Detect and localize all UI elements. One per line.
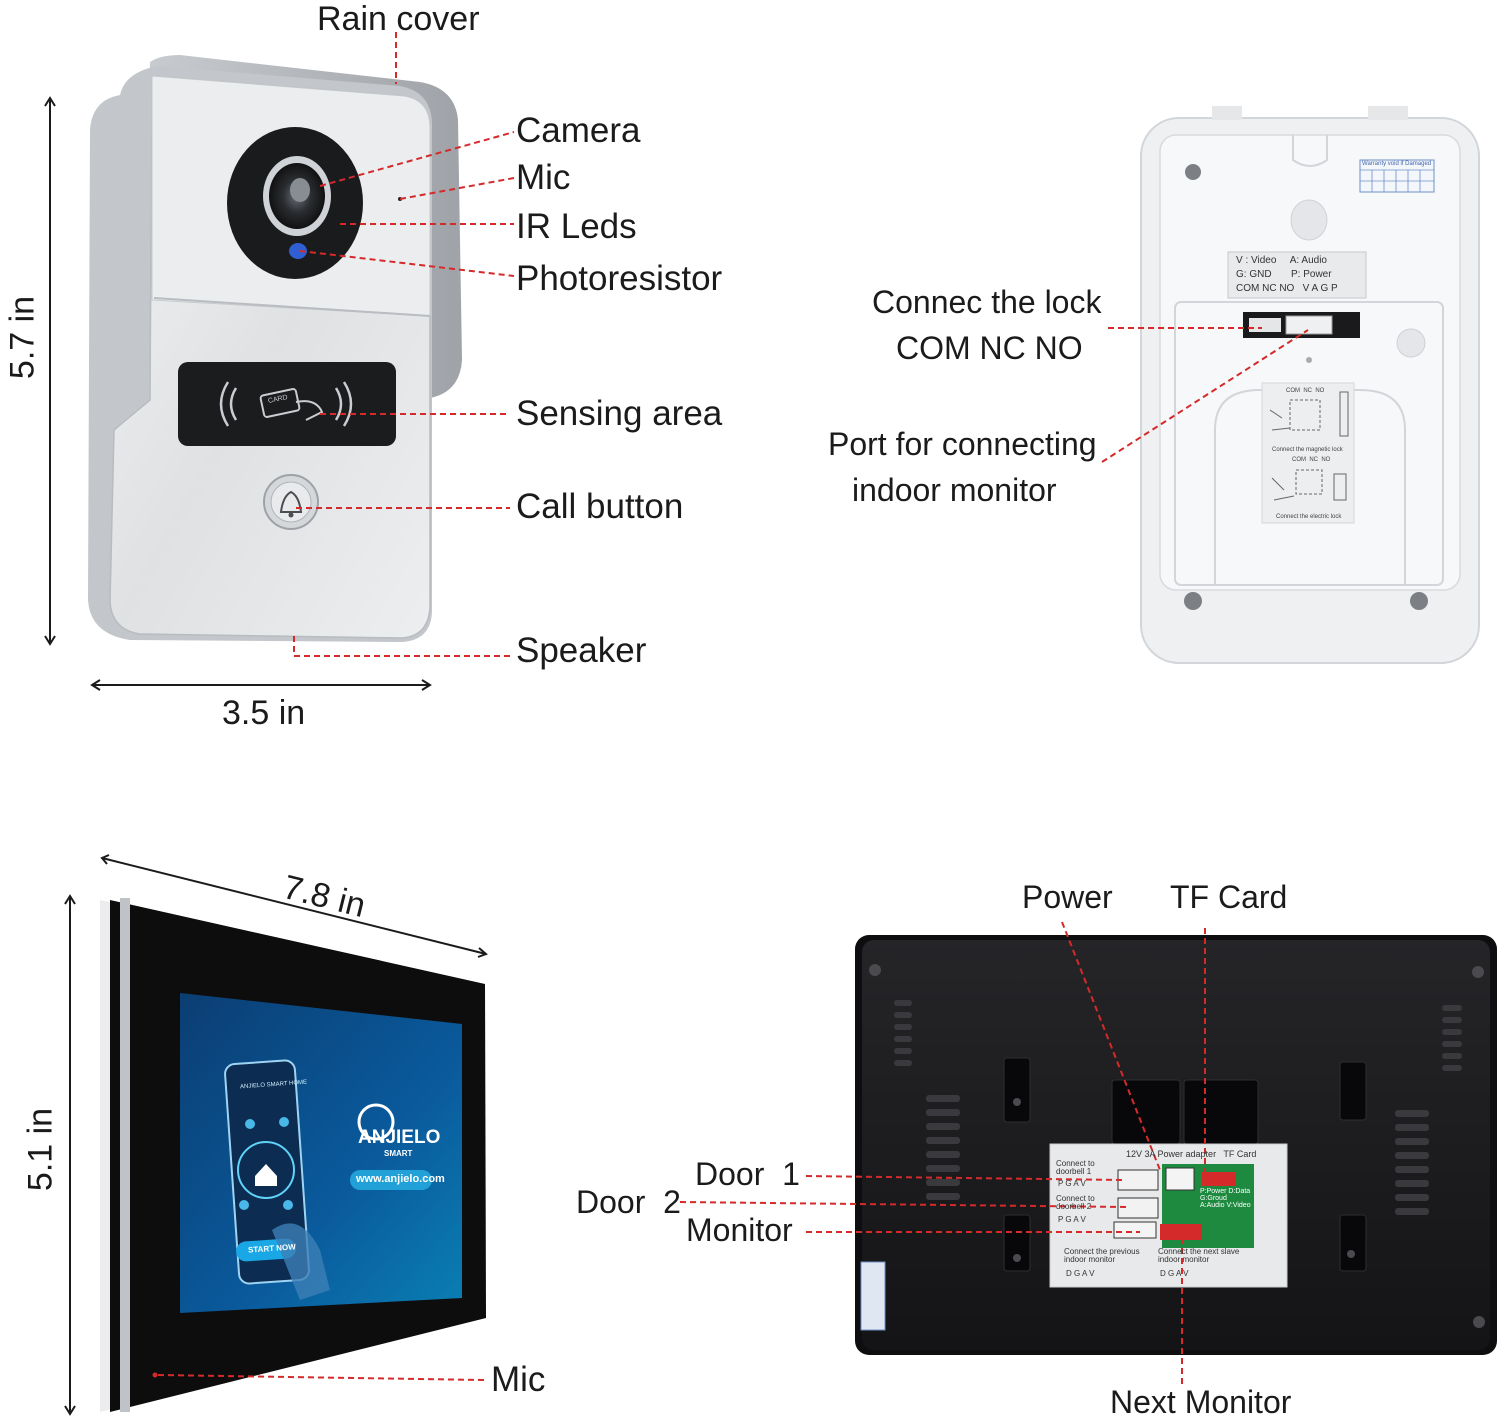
- label-connect-lock: Connec the lock: [872, 284, 1102, 320]
- photoresistor-dot: [289, 243, 307, 259]
- label-power: Power: [1022, 879, 1113, 915]
- label-door-1: Door 1: [695, 1156, 800, 1192]
- label-photoresistor: Photoresistor: [516, 259, 723, 298]
- label-tf-card: TF Card: [1170, 879, 1288, 915]
- label-monitor: Monitor: [686, 1212, 793, 1248]
- doorbell-front-unit: [88, 55, 462, 642]
- label-ir-leds: IR Leds: [516, 207, 637, 246]
- warranty-text: Warranty void if Damaged: [1362, 161, 1432, 167]
- sticker-line-3: COM NC NO V A G P: [1236, 283, 1338, 294]
- sticker-line-2: G: GND P: Power: [1236, 269, 1332, 280]
- label-door-2: Door 2: [576, 1184, 681, 1220]
- wiring-top-pins: COM NC NO: [1286, 388, 1325, 394]
- monitor-mic-hole: [152, 1372, 158, 1378]
- doorbell-front-dimensions: [44, 96, 432, 691]
- height-dimension-label: 5.7 in: [3, 295, 42, 380]
- panel-prev-pins: D G A V: [1066, 1269, 1095, 1278]
- label-port-connecting: Port for connecting: [828, 426, 1097, 462]
- monitor-back-unit: [855, 935, 1497, 1355]
- panel-pgav-1: P G A V: [1058, 1179, 1086, 1188]
- panel-legend: P:Power D:Data G:Groud A:Audio V:Video: [1200, 1188, 1251, 1209]
- doorbell-back-unit: [1140, 106, 1480, 664]
- label-sensing-area: Sensing area: [516, 394, 723, 433]
- doorbell-back-leaders: [1101, 327, 1309, 463]
- label-rain-cover: Rain cover: [317, 0, 480, 38]
- monitor-front-dimensions: [64, 854, 488, 1416]
- monitor-height-label: 5.1 in: [21, 1107, 60, 1192]
- electric-lock-caption: Connect the electric lock: [1276, 514, 1342, 520]
- doorbell-front-leaders: [293, 32, 515, 657]
- monitor-front-leaders: [157, 1374, 485, 1381]
- screen-brand: ANJIELO: [358, 1127, 441, 1148]
- label-next-monitor: Next Monitor: [1110, 1384, 1292, 1420]
- label-monitor-mic: Mic: [491, 1360, 546, 1399]
- panel-next-pins: D G A V: [1160, 1269, 1189, 1278]
- label-speaker: Speaker: [516, 631, 647, 670]
- brand-logo: [357, 1103, 395, 1141]
- screen-url: www.anjielo.com: [356, 1173, 445, 1185]
- label-com-nc-no: COM NC NO: [896, 330, 1083, 366]
- label-mic: Mic: [516, 158, 571, 197]
- magnetic-lock-caption: Connect the magnetic lock: [1272, 447, 1343, 453]
- sticker-line-1: V : Video A: Audio: [1236, 255, 1327, 266]
- label-call-button: Call button: [516, 487, 684, 526]
- panel-next-monitor: Connect the next slave indoor monitor: [1158, 1247, 1240, 1264]
- panel-doorbell-2: Connect to doorbell 2: [1056, 1194, 1095, 1211]
- screen-brand-sub: SMART: [384, 1149, 413, 1158]
- panel-top-text: 12V 3A Power adapter TF Card: [1126, 1149, 1257, 1159]
- width-dimension-label: 3.5 in: [222, 694, 306, 732]
- wiring-bottom-pins: COM NC NO: [1292, 457, 1331, 463]
- sensing-area-panel: [178, 362, 396, 446]
- monitor-front-unit: [100, 898, 486, 1412]
- panel-doorbell-1: Connect to doorbell 1: [1056, 1159, 1095, 1176]
- warranty-label: [860, 1261, 886, 1331]
- panel-pgav-2: P G A V: [1058, 1215, 1086, 1224]
- panel-prev-monitor: Connect the previous indoor monitor: [1064, 1247, 1140, 1264]
- label-camera: Camera: [516, 111, 641, 150]
- label-indoor-monitor: indoor monitor: [852, 472, 1057, 508]
- monitor-back-leaders: [679, 921, 1206, 1384]
